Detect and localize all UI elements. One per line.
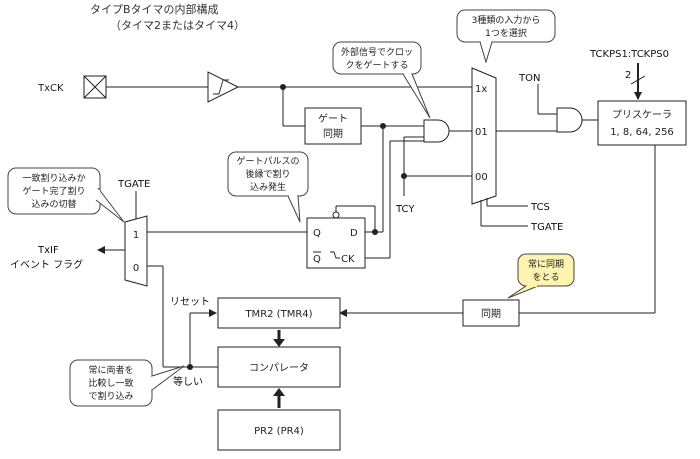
callout-compare: 常に両者を 比較し一致 で割り込み	[69, 359, 185, 407]
tckps-label: TCKPS1:TCKPS0	[589, 49, 669, 60]
ff-d-label: D	[350, 228, 358, 239]
txif-label: TxIF	[37, 245, 59, 256]
pr-label: PR2 (PR4)	[254, 426, 304, 437]
prescaler-block	[597, 100, 687, 146]
comparator-label: コンパレータ	[249, 362, 309, 374]
falling-edge-icon	[330, 251, 340, 259]
ff-ck-label: CK	[341, 254, 355, 265]
mux-input-00: 00	[475, 172, 488, 183]
prescaler-ratios: 1, 8, 64, 256	[610, 127, 674, 138]
ff-q-label: Q	[313, 228, 321, 239]
callout-gate-pulse: ゲートパルスの 後縁で割り 込み発生	[227, 151, 309, 223]
ff-reset-bubble	[332, 211, 340, 219]
gate-flip-flop	[306, 217, 366, 269]
gate-sync-block	[304, 107, 362, 145]
callout-external-gate-2: クをゲートする	[345, 59, 408, 71]
sync-label: 同期	[481, 308, 501, 320]
callout-external-gate: 外部信号でクロッ クをゲートする	[332, 41, 431, 119]
callout-irq-switch-2: ゲート完了割り	[22, 185, 85, 197]
ff-qbar-label: Q	[313, 254, 321, 265]
callout-external-gate-1: 外部信号でクロッ	[341, 46, 413, 58]
callout-compare-1: 常に両者を	[88, 364, 133, 376]
callout-compare-3: で割り込み	[88, 390, 133, 402]
schmitt-buffer-icon	[207, 71, 240, 103]
callout-select-input-2: 1つを選択	[485, 27, 527, 39]
txck-input-pad	[83, 75, 107, 99]
mux2-input-1: 1	[133, 230, 139, 241]
reset-label: リセット	[170, 296, 210, 308]
prescaler-label: プリスケーラ	[612, 109, 672, 121]
input-select-mux	[471, 67, 497, 205]
callout-select-input: 3種類の入力から 1つを選択	[456, 9, 556, 64]
callout-always-sync: 常に同期 をとる	[507, 253, 575, 299]
callout-gate-pulse-2: 後縁で割り	[245, 168, 290, 180]
callout-gate-pulse-3: 込み発生	[250, 181, 286, 193]
callout-irq-switch: 一致割り込みか ゲート完了割り 込みの切替	[7, 167, 125, 223]
gate-sync-label-2: 同期	[323, 128, 343, 140]
equal-label: 等しい	[173, 375, 203, 388]
tcy-label: TCY	[395, 204, 415, 215]
tcs-label: TCS	[530, 202, 550, 213]
txck-label: TxCK	[37, 83, 64, 94]
tckps-width: 2	[625, 70, 631, 81]
interrupt-select-mux	[124, 215, 148, 287]
mux-input-1x: 1x	[475, 84, 487, 95]
ton-label: TON	[518, 73, 540, 84]
event-flag-label: イベント フラグ	[10, 258, 83, 271]
comparator-block	[217, 346, 341, 388]
tgate-label: TGATE	[117, 179, 150, 190]
tmr-register	[217, 297, 341, 329]
and-gate-icon	[556, 107, 583, 133]
callout-gate-pulse-1: ゲートパルスの	[236, 155, 299, 167]
callout-always-sync-2: をとる	[532, 272, 559, 283]
callout-always-sync-1: 常に同期	[528, 258, 564, 270]
mux-input-01: 01	[475, 127, 488, 138]
sync-block	[462, 299, 520, 327]
pr-register	[217, 409, 341, 451]
diagram-title: タイプBタイマの内部構成	[90, 2, 219, 16]
callout-irq-switch-1: 一致割り込みか	[22, 172, 85, 184]
callout-select-input-1: 3種類の入力から	[472, 14, 541, 26]
tgate-select-label: TGATE	[530, 222, 563, 233]
mux2-input-0: 0	[133, 263, 139, 274]
and-gate-icon	[423, 119, 450, 143]
callout-compare-2: 比較し一致	[88, 377, 133, 389]
tmr-label: TMR2 (TMR4)	[244, 309, 312, 320]
junction-dot	[372, 229, 378, 235]
callout-irq-switch-3: 込みの切替	[31, 198, 76, 210]
diagram-subtitle: （タイマ2またはタイマ4）	[110, 19, 245, 32]
junction-dot	[380, 123, 386, 129]
gate-sync-label-1: ゲート	[318, 113, 348, 125]
